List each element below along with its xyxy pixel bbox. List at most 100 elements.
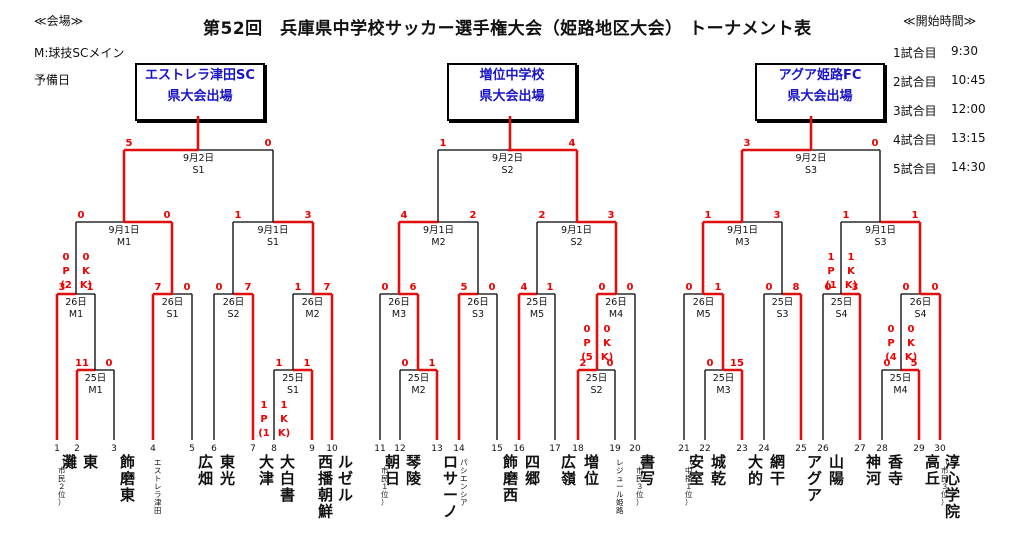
- team-number: 9: [309, 444, 315, 454]
- score-left: 1: [440, 138, 447, 149]
- match-venue: M3: [716, 385, 730, 396]
- match-date: 26日: [65, 297, 87, 308]
- team-name: 大津: [259, 453, 274, 488]
- score-left: 0: [884, 358, 891, 369]
- pk-match-left: 0: [584, 324, 591, 335]
- team-number: 22: [699, 444, 710, 454]
- match-venue: S2: [501, 165, 513, 176]
- score-left: 5: [461, 282, 468, 293]
- score-left: 2: [580, 358, 587, 369]
- score-right: 1: [912, 210, 919, 221]
- pk-left: P(4: [885, 338, 897, 363]
- score-right: 0: [265, 138, 272, 149]
- team-number: 26: [817, 444, 829, 454]
- score-left: 2: [539, 210, 546, 221]
- team-number: 19: [609, 444, 621, 454]
- pk-left: P(1: [825, 266, 837, 291]
- score-left: 1: [276, 358, 283, 369]
- pk-match-left: 0: [63, 252, 70, 263]
- team-note: （市民３位）: [941, 458, 949, 507]
- team-name: ロサーノ: [443, 453, 458, 521]
- match-venue: S2: [570, 237, 582, 248]
- score-right: 6: [410, 282, 417, 293]
- match-venue: S3: [776, 309, 788, 320]
- team-number: 4: [150, 444, 156, 454]
- schedule-time: 14:30: [951, 160, 986, 174]
- schedule-header: ≪開始時間≫: [903, 14, 977, 28]
- team-number: 25: [795, 444, 806, 454]
- team-number: 17: [549, 444, 560, 454]
- match-date: 26日: [693, 297, 715, 308]
- score-left: 0: [903, 282, 910, 293]
- score-right: 0: [106, 358, 113, 369]
- team-number: 8: [271, 444, 277, 454]
- pk-match-right: 1: [281, 400, 288, 411]
- match-date: 26日: [910, 297, 932, 308]
- team-name: 琴陵: [405, 453, 422, 488]
- winner-name: エストレラ津田SC: [145, 68, 255, 83]
- match-date: 26日: [302, 297, 324, 308]
- page-title: 第52回 兵庫県中学校サッカー選手権大会（姫路地区大会） トーナメント表: [203, 19, 812, 39]
- schedule-label: 2試合目: [893, 75, 937, 89]
- match-date: 26日: [605, 297, 627, 308]
- pk-match-right: 0: [83, 252, 90, 263]
- match-venue: S1: [166, 309, 178, 320]
- pk-left: P(5: [581, 338, 593, 363]
- team-name: 大白書: [280, 453, 295, 504]
- score-left: 5: [126, 138, 133, 149]
- score-right: 3: [608, 210, 615, 221]
- winner-note: 県大会出場: [479, 89, 545, 104]
- match-date: 26日: [388, 297, 410, 308]
- match-date: 9月1日: [561, 225, 592, 236]
- score-right: 0: [607, 358, 614, 369]
- pk-match-right: 0: [604, 324, 611, 335]
- score-right: 8: [793, 282, 800, 293]
- team-name: 香寺: [888, 453, 903, 488]
- match-date: 9月1日: [423, 225, 454, 236]
- schedule-label: 5試合目: [893, 162, 937, 176]
- match-date: 25日: [772, 297, 794, 308]
- score-left: 1: [705, 210, 712, 221]
- match-venue: M1: [88, 385, 102, 396]
- pk-left: P(1: [258, 414, 270, 439]
- match-venue: M3: [735, 237, 749, 248]
- team-number: 30: [934, 444, 946, 454]
- schedule-label: 3試合目: [893, 104, 937, 118]
- match-date: 9月2日: [183, 153, 214, 164]
- team-number: 1: [54, 444, 60, 454]
- schedule-time: 12:00: [951, 102, 986, 116]
- score-right: 0: [184, 282, 191, 293]
- match-venue: M2: [411, 385, 425, 396]
- winner-note: 県大会出場: [787, 89, 853, 104]
- match-venue: S2: [590, 385, 602, 396]
- team-name: 四郷: [525, 453, 540, 488]
- team-note: （市民２位）: [58, 458, 66, 507]
- score-right: 0: [932, 282, 939, 293]
- team-number: 18: [572, 444, 584, 454]
- match-venue: S3: [805, 165, 817, 176]
- score-right: 2: [470, 210, 477, 221]
- team-number: 2: [74, 444, 80, 454]
- match-venue: M2: [431, 237, 445, 248]
- match-date: 25日: [85, 373, 107, 384]
- team-name: 朝日: [385, 453, 400, 488]
- team-note: （市民１位）: [381, 458, 389, 507]
- team-number: 6: [211, 444, 217, 454]
- score-left: 1: [843, 210, 850, 221]
- match-venue: M1: [117, 237, 131, 248]
- team-number: 13: [431, 444, 442, 454]
- match-date: 25日: [713, 373, 735, 384]
- match-date: 25日: [408, 373, 430, 384]
- match-venue: M5: [530, 309, 544, 320]
- match-venue: M5: [696, 309, 710, 320]
- schedule-label: 4試合目: [893, 133, 937, 147]
- team-number: 24: [758, 444, 770, 454]
- winner-name: アグア姫路FC: [778, 68, 862, 83]
- score-right: 1: [87, 282, 94, 293]
- team-name: 山陽: [829, 453, 844, 488]
- team-number: 14: [453, 444, 465, 454]
